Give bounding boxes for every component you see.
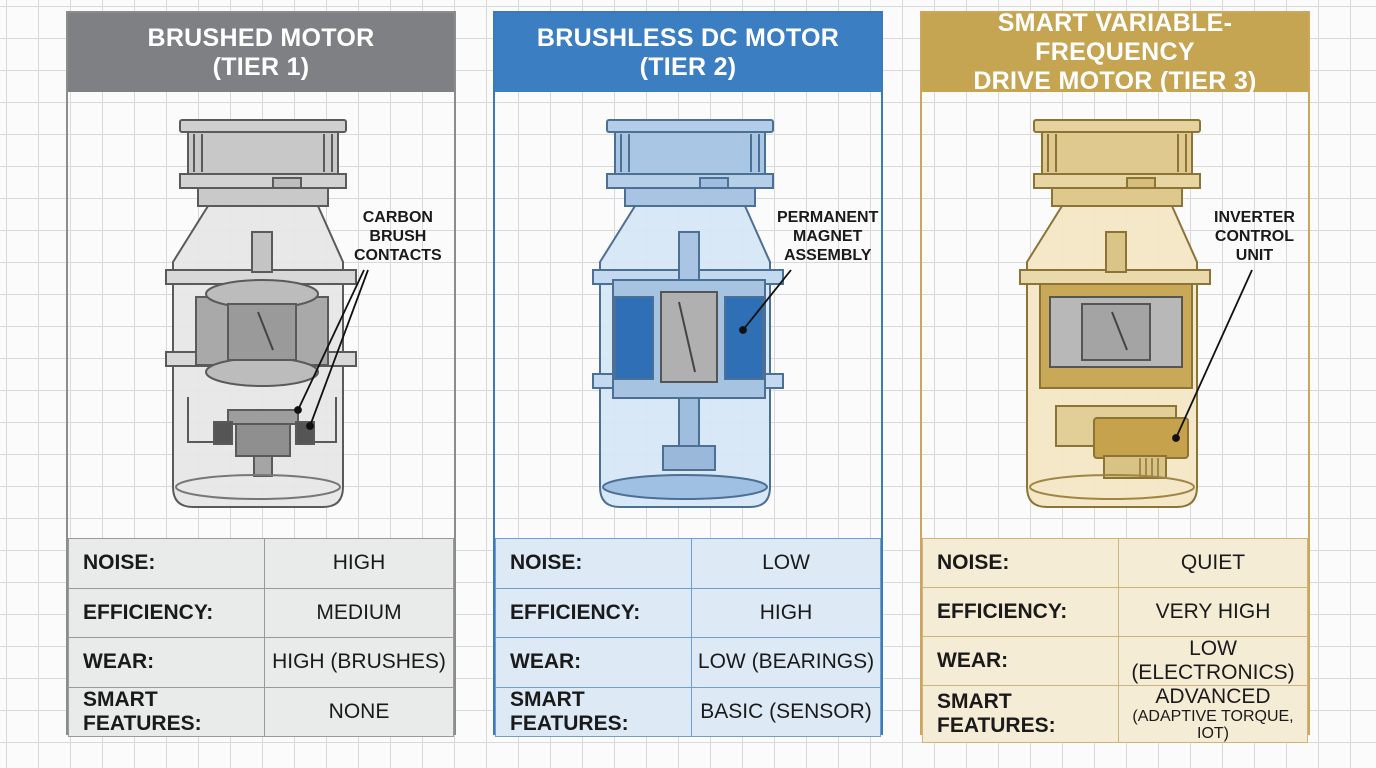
callout-line: UNIT xyxy=(1235,247,1274,264)
wear-label: WEAR: xyxy=(495,637,692,688)
smart-features-detail: (ADAPTIVE TORQUE, IOT) xyxy=(1132,708,1294,742)
brushed-motor-diagram: CARBON BRUSH CONTACTS xyxy=(68,92,454,538)
tier2-title-line1: BRUSHLESS DC MOTOR xyxy=(536,23,840,52)
efficiency-label: EFFICIENCY: xyxy=(922,587,1119,637)
callout-line: CONTACTS xyxy=(354,247,442,264)
table-row: WEAR: LOW (ELECTRONICS) xyxy=(922,636,1308,686)
noise-value: QUIET xyxy=(1118,538,1308,588)
permanent-magnet-callout: PERMANENT MAGNET ASSEMBLY xyxy=(777,208,878,265)
efficiency-label: EFFICIENCY: xyxy=(68,587,265,638)
callout-line: CARBON xyxy=(362,209,433,226)
callout-line: PERMANENT xyxy=(777,209,879,226)
brushless-motor-diagram: PERMANENT MAGNET ASSEMBLY xyxy=(495,92,881,538)
tier1-spec-table: NOISE: HIGH EFFICIENCY: MEDIUM WEAR: HIG… xyxy=(68,538,454,737)
carbon-brush-callout: CARBON BRUSH CONTACTS xyxy=(354,208,442,265)
smart-features-label: SMART FEATURES: xyxy=(922,685,1119,743)
table-row: NOISE: QUIET xyxy=(922,538,1308,588)
wear-value: LOW (BEARINGS) xyxy=(691,637,881,688)
tier2-title-line2: (TIER 2) xyxy=(639,52,737,81)
smart-features-value: BASIC (SENSOR) xyxy=(691,686,881,737)
tier2-header: BRUSHLESS DC MOTOR (TIER 2) xyxy=(495,13,881,92)
brushless-motor-illustration xyxy=(592,119,792,508)
noise-label: NOISE: xyxy=(922,538,1119,588)
callout-line: CONTROL xyxy=(1214,228,1294,245)
vfd-motor-diagram: INVERTER CONTROL UNIT xyxy=(922,92,1308,538)
efficiency-value: HIGH xyxy=(691,587,881,638)
noise-label: NOISE: xyxy=(68,538,265,589)
tier3-title-line2: DRIVE MOTOR (TIER 3) xyxy=(973,67,1257,95)
smart-features-value: ADVANCED (ADAPTIVE TORQUE, IOT) xyxy=(1118,685,1308,743)
tier3-header: SMART VARIABLE-FREQUENCY DRIVE MOTOR (TI… xyxy=(922,9,1308,95)
smart-features-label: SMART FEATURES: xyxy=(68,686,265,737)
efficiency-value: VERY HIGH xyxy=(1118,587,1308,637)
table-row: NOISE: LOW xyxy=(495,538,881,589)
smart-features-label: SMART FEATURES: xyxy=(495,686,692,737)
table-row: SMART FEATURES: BASIC (SENSOR) xyxy=(495,686,881,737)
callout-line: BRUSH xyxy=(369,228,427,245)
smart-features-value: NONE xyxy=(264,686,454,737)
table-row: WEAR: LOW (BEARINGS) xyxy=(495,637,881,688)
tier3-panel: SMART VARIABLE-FREQUENCY DRIVE MOTOR (TI… xyxy=(920,9,1310,743)
wear-value: HIGH (BRUSHES) xyxy=(264,637,454,688)
tier3-spec-table: NOISE: QUIET EFFICIENCY: VERY HIGH WEAR:… xyxy=(922,538,1308,743)
smart-features-main: ADVANCED xyxy=(1155,685,1271,708)
callout-line: MAGNET xyxy=(793,228,863,245)
table-row: SMART FEATURES: ADVANCED (ADAPTIVE TORQU… xyxy=(922,685,1308,743)
tier1-title-line1: BRUSHED MOTOR xyxy=(147,23,375,52)
noise-value: HIGH xyxy=(264,538,454,589)
tier1-panel: BRUSHED MOTOR (TIER 1) xyxy=(66,11,456,737)
table-row: EFFICIENCY: MEDIUM xyxy=(68,587,454,638)
efficiency-value: MEDIUM xyxy=(264,587,454,638)
inverter-control-callout: INVERTER CONTROL UNIT xyxy=(1214,208,1295,265)
table-row: EFFICIENCY: HIGH xyxy=(495,587,881,638)
tier2-panel: BRUSHLESS DC MOTOR (TIER 2) xyxy=(493,11,883,737)
table-row: SMART FEATURES: NONE xyxy=(68,686,454,737)
tier1-header: BRUSHED MOTOR (TIER 1) xyxy=(68,13,454,92)
efficiency-label: EFFICIENCY: xyxy=(495,587,692,638)
table-row: WEAR: HIGH (BRUSHES) xyxy=(68,637,454,688)
wear-label: WEAR: xyxy=(68,637,265,688)
brushed-motor-illustration xyxy=(165,119,369,508)
wear-label: WEAR: xyxy=(922,636,1119,686)
callout-line: INVERTER xyxy=(1214,209,1295,226)
vfd-motor-illustration xyxy=(1019,119,1253,508)
table-row: EFFICIENCY: VERY HIGH xyxy=(922,587,1308,637)
wear-value: LOW (ELECTRONICS) xyxy=(1118,636,1308,686)
noise-label: NOISE: xyxy=(495,538,692,589)
callout-line: ASSEMBLY xyxy=(783,247,872,264)
tier3-title-line1: SMART VARIABLE-FREQUENCY xyxy=(997,9,1233,66)
table-row: NOISE: HIGH xyxy=(68,538,454,589)
noise-value: LOW xyxy=(691,538,881,589)
tier2-spec-table: NOISE: LOW EFFICIENCY: HIGH WEAR: LOW (B… xyxy=(495,538,881,737)
tier1-title-line2: (TIER 1) xyxy=(212,52,310,81)
